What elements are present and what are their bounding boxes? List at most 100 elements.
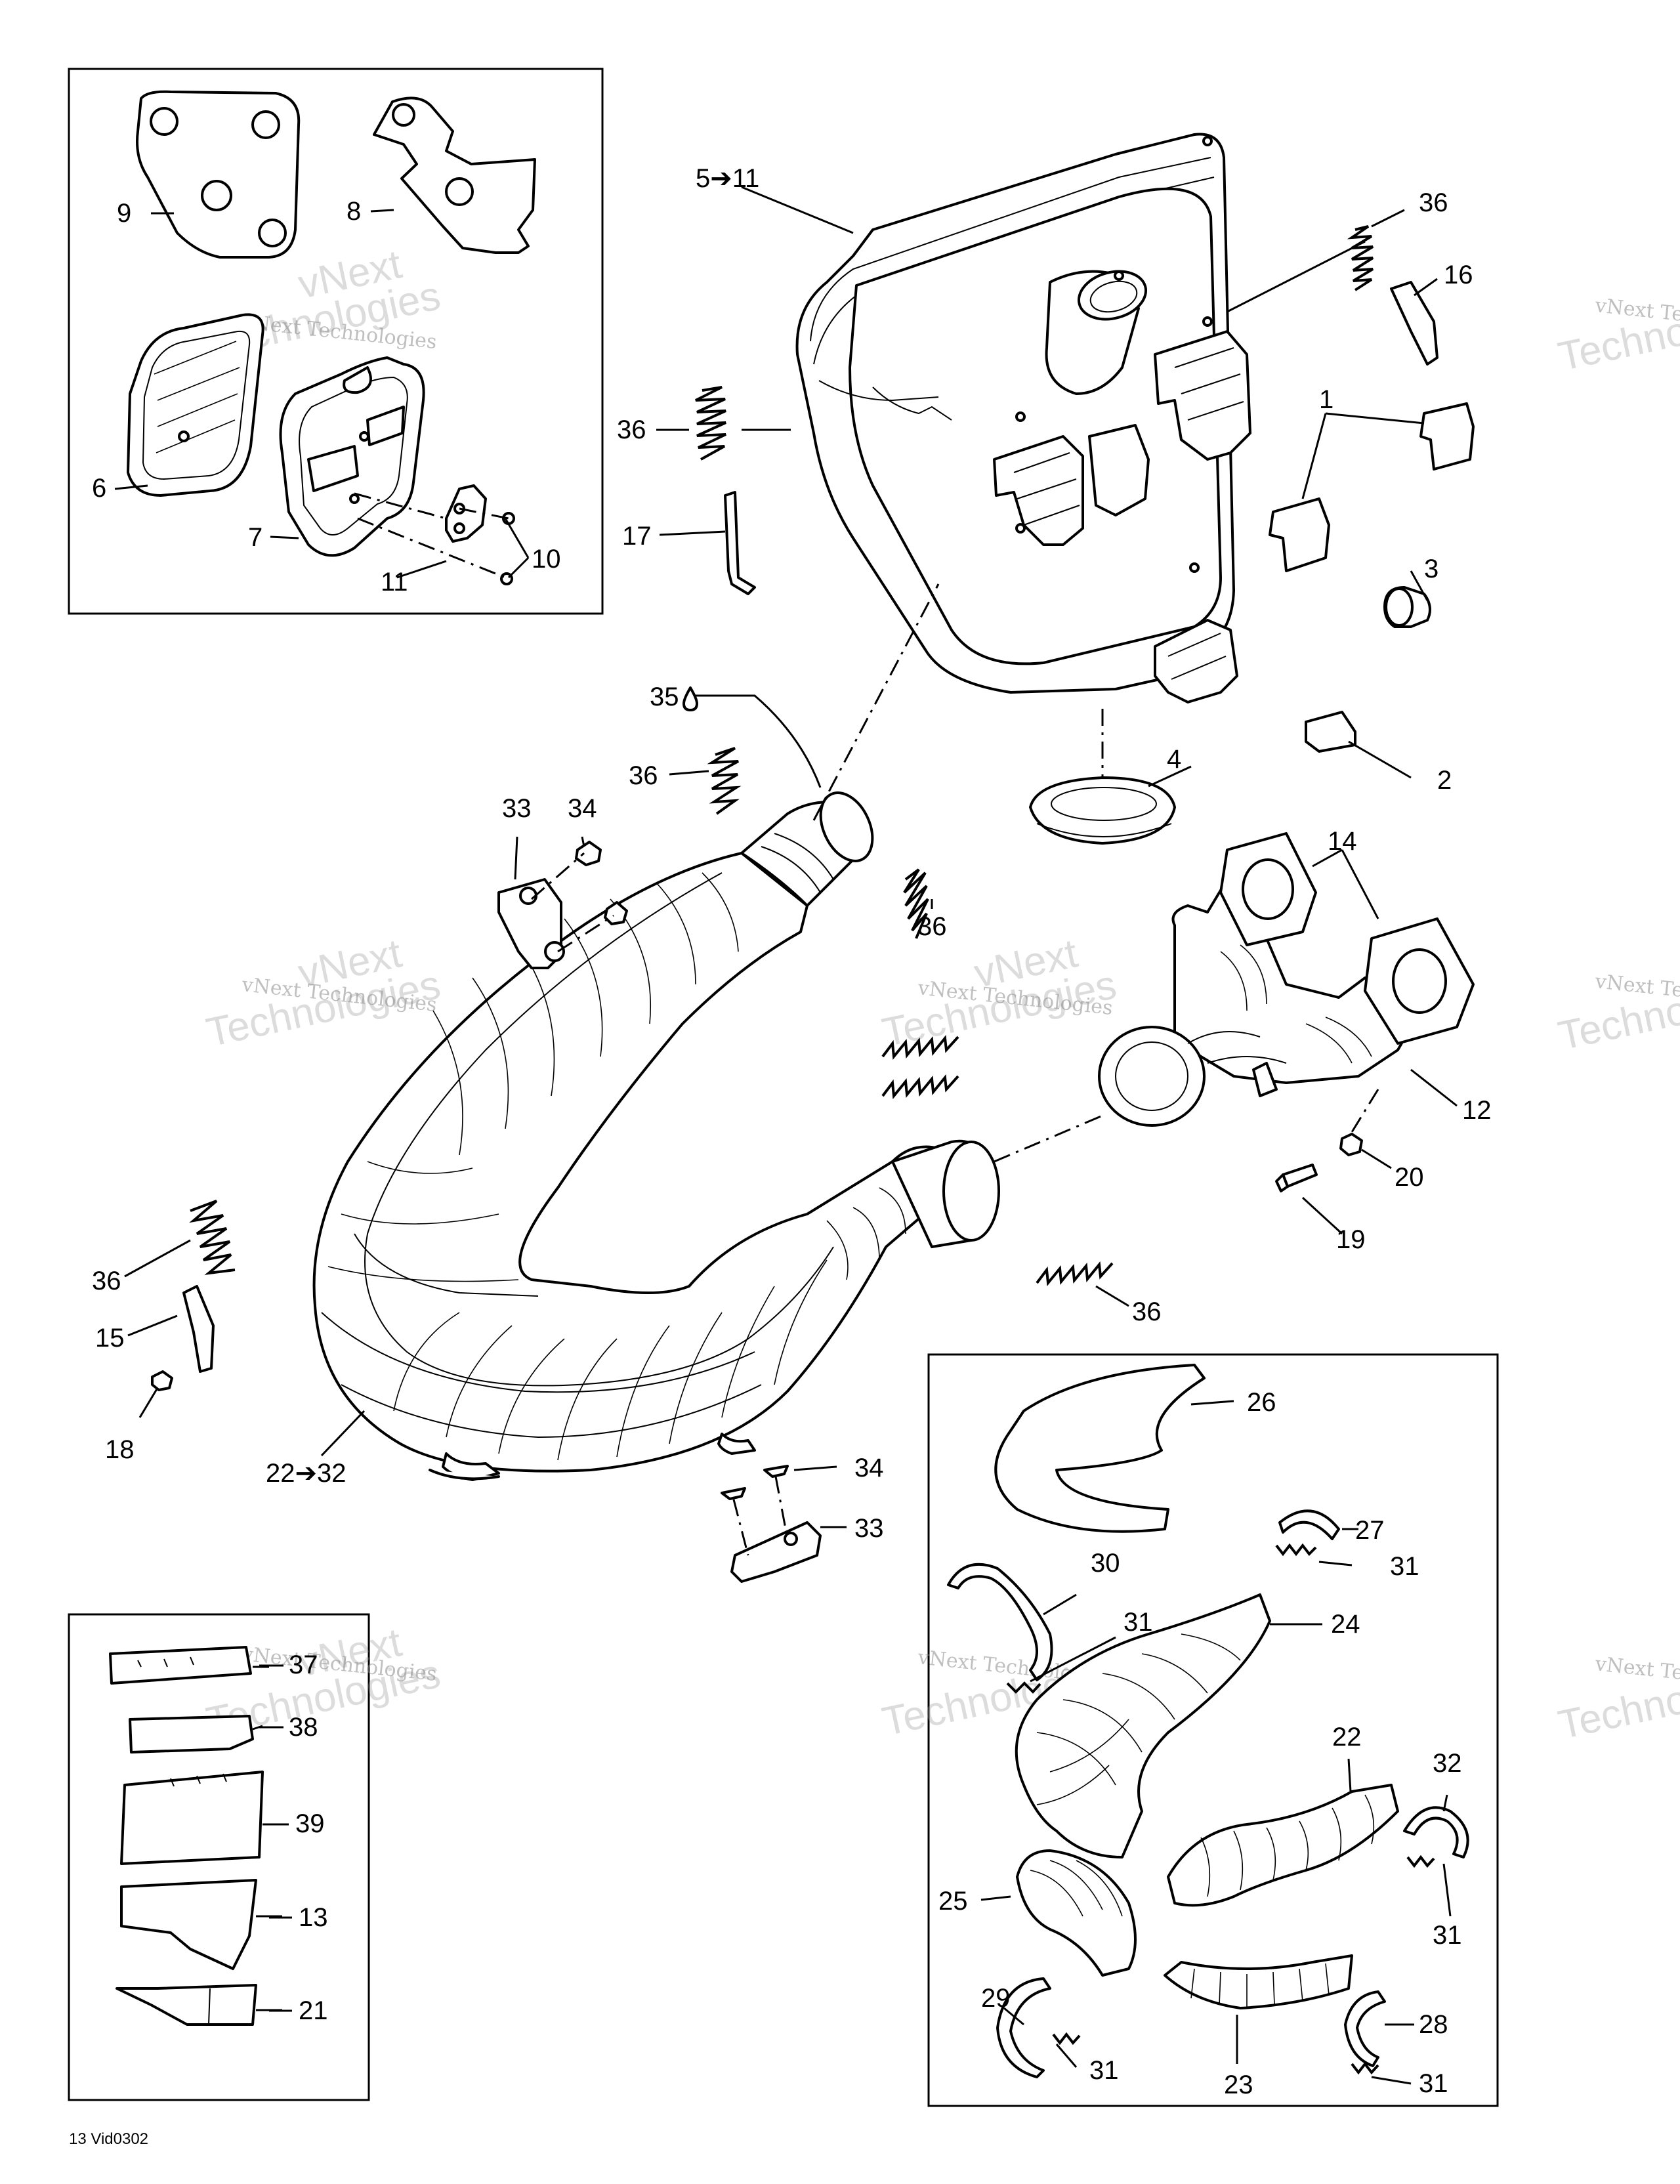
callout-22: 22	[1332, 1723, 1362, 1752]
shield-part-37	[109, 1646, 252, 1685]
callout-33: 33	[854, 1514, 884, 1543]
droplet-icon	[682, 686, 698, 711]
callout-35: 35	[650, 682, 679, 711]
clip-part-16	[1390, 281, 1438, 366]
muffler-part-5-11	[795, 133, 1251, 704]
callout-18: 18	[105, 1435, 135, 1464]
stud-part-19	[1275, 1164, 1318, 1192]
callout-30: 30	[1091, 1549, 1120, 1578]
assembly-line	[531, 852, 614, 953]
assembly-line	[732, 1476, 789, 1556]
callout-12: 12	[1462, 1096, 1492, 1125]
callout-4: 4	[1167, 745, 1181, 774]
bolt-part-34	[575, 841, 628, 925]
callout-36: 36	[917, 912, 947, 941]
callout-11: 11	[381, 568, 408, 597]
callout-21: 21	[299, 1996, 328, 2025]
callout-3: 3	[1424, 555, 1438, 583]
callout-36: 36	[1419, 188, 1448, 217]
callout-22-32: 22➔32	[266, 1459, 346, 1488]
callout-14: 14	[1328, 827, 1357, 856]
callout-5-11: 5➔11	[696, 164, 759, 193]
pipe-cover-part-24	[1015, 1593, 1271, 1858]
leader-lines	[114, 186, 1458, 2085]
bracket-part-17	[724, 491, 756, 595]
callout-8: 8	[346, 197, 361, 226]
callout-33: 33	[502, 794, 532, 823]
callout-39: 39	[295, 1809, 325, 1838]
spring-clip-part-31	[1006, 1543, 1435, 2075]
assembly-line	[354, 492, 509, 580]
centerline	[994, 1114, 1103, 1163]
callout-31: 31	[1419, 2069, 1448, 2098]
clamp-part-32	[1403, 1806, 1469, 1858]
spring-part-36	[1347, 225, 1374, 291]
spring-part-36	[695, 386, 726, 461]
callout-numbers: 9 8 6 7 11 10 5➔11 36 16 36 1 17 3 35 36…	[92, 164, 1492, 2099]
callout-26: 26	[1247, 1388, 1276, 1417]
callout-27: 27	[1355, 1516, 1385, 1545]
inset-box-shields-bottom-left	[68, 1613, 370, 2101]
bracket-part-33	[730, 1521, 822, 1583]
callout-15: 15	[95, 1324, 125, 1353]
clamp-part-29	[996, 1977, 1051, 2078]
centerline	[1351, 1089, 1379, 1133]
nut-part-20	[1339, 1133, 1363, 1156]
clamp-part-28	[1344, 1990, 1386, 2067]
callout-16: 16	[1444, 261, 1473, 289]
bracket-part-8	[373, 96, 536, 254]
callout-9: 9	[117, 199, 131, 228]
plate-part-9	[136, 90, 301, 259]
spring-part-36	[707, 747, 742, 815]
callout-20: 20	[1395, 1163, 1424, 1192]
shield-part-21	[116, 1984, 257, 2026]
pipe-cover-part-23	[1164, 1954, 1353, 2009]
centerline	[812, 583, 940, 821]
callout-36: 36	[629, 761, 658, 790]
callout-2: 2	[1437, 766, 1452, 795]
bracket-part-15	[182, 1285, 215, 1373]
callout-25: 25	[938, 1887, 968, 1916]
leader-lines	[259, 1664, 292, 2012]
callout-19: 19	[1336, 1225, 1366, 1254]
clip-part-2	[1305, 711, 1356, 753]
drawing-code: 13 Vid0302	[69, 2130, 148, 2148]
callout-31: 31	[1124, 1608, 1153, 1637]
gasket-part-4	[1029, 776, 1176, 845]
callout-36: 36	[617, 415, 646, 444]
callout-36: 36	[92, 1267, 121, 1295]
callout-1: 1	[1319, 385, 1334, 414]
tuned-pipe-part-22-32	[312, 791, 1000, 1481]
callout-31: 31	[1433, 1921, 1462, 1950]
callout-34: 34	[854, 1454, 884, 1482]
pipe-cover-part-22	[1167, 1784, 1399, 1907]
shield-part-38	[129, 1715, 254, 1754]
callout-38: 38	[289, 1713, 318, 1742]
shield-part-7	[279, 356, 425, 557]
bracket-part-11	[445, 484, 487, 543]
callout-37: 37	[289, 1650, 318, 1679]
callout-13: 13	[299, 1903, 328, 1932]
bracket-part-33	[497, 878, 565, 969]
bolt-part-18	[151, 1370, 173, 1391]
callout-29: 29	[981, 1984, 1011, 2013]
callout-24: 24	[1331, 1610, 1360, 1639]
heat-shield-part-6	[127, 313, 264, 497]
callout-17: 17	[622, 522, 652, 551]
clamp-part-27	[1278, 1509, 1340, 1540]
rubber-mount-part-1	[1269, 402, 1475, 572]
callout-23: 23	[1224, 2070, 1253, 2099]
clamp-ring-part-30	[947, 1563, 1053, 1681]
shield-part-13	[120, 1879, 257, 1970]
callout-28: 28	[1419, 2010, 1448, 2039]
bolt-part-34	[721, 1465, 789, 1500]
spring-part-36	[189, 868, 1114, 1287]
inset-box-pipe-covers-bottom-right	[927, 1353, 1499, 2107]
shield-part-39	[120, 1771, 264, 1865]
callout-36: 36	[1132, 1297, 1162, 1326]
heat-blanket-part-26	[994, 1364, 1206, 1533]
callout-31: 31	[1089, 2056, 1119, 2085]
callout-6: 6	[92, 474, 106, 503]
callout-10: 10	[532, 545, 561, 574]
